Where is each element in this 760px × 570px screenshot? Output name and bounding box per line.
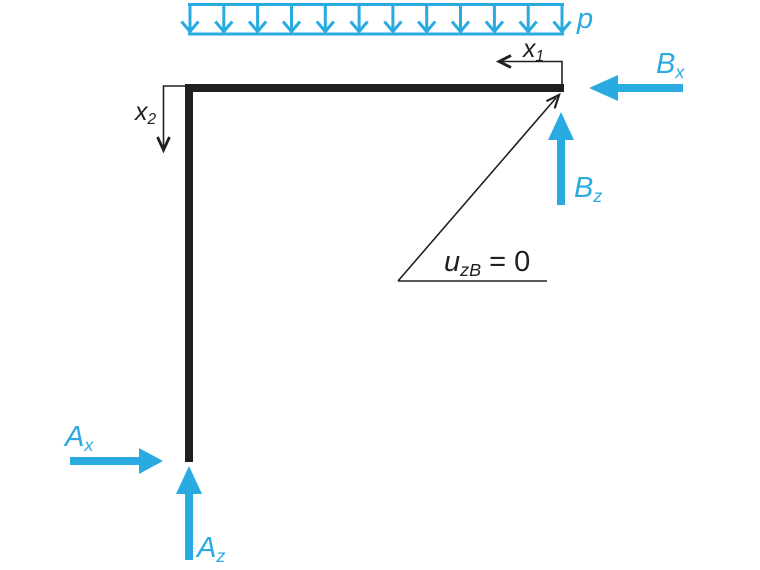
x1-axis-label: x1 (523, 35, 545, 66)
reaction-ax-label: Ax (65, 421, 94, 456)
uzb-pointer (397, 92, 561, 282)
reaction-bz-label: Bz (574, 172, 603, 207)
x2-axis-label: x2 (135, 98, 157, 129)
reaction-ax-arrow (70, 448, 163, 474)
reaction-az-label: Az (197, 532, 226, 567)
reaction-bx-label: Bx (656, 48, 685, 83)
reaction-az-arrow (176, 466, 202, 560)
x2-axis (156, 85, 185, 154)
reaction-bx-arrow (589, 75, 683, 101)
x1-axis (495, 54, 563, 85)
distributed-load (180, 3, 572, 36)
reaction-bz-arrow (548, 112, 574, 205)
frame-beam (185, 84, 564, 462)
deflection-condition-label: uzB = 0 (444, 246, 531, 281)
load-label-p: p (577, 3, 594, 35)
